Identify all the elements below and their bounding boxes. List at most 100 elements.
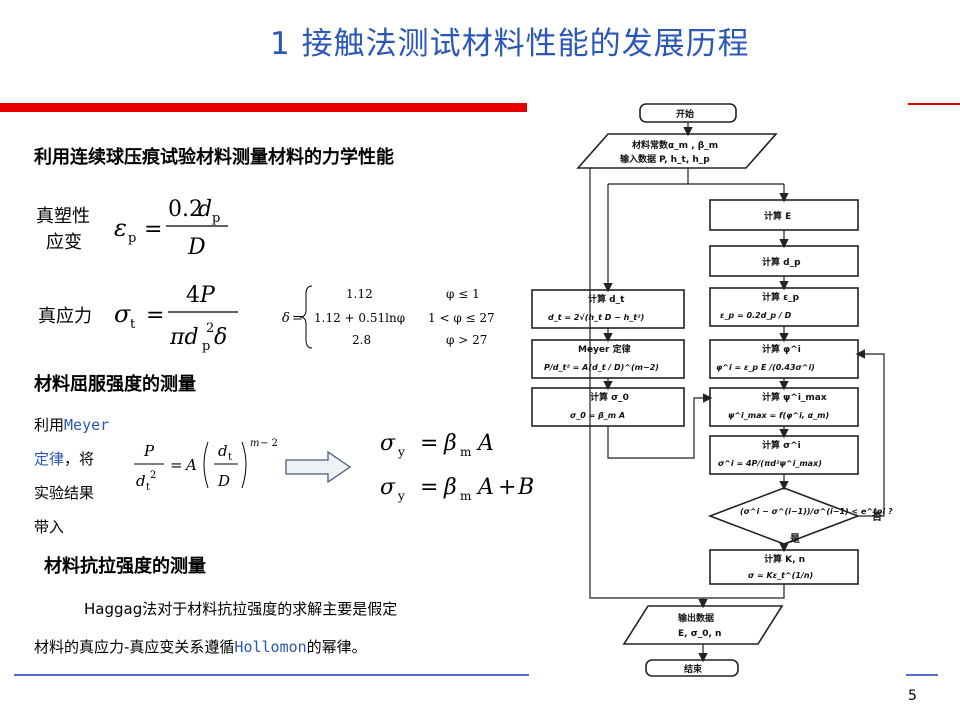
- svg-text:m: m: [460, 445, 472, 459]
- flow-calc-Kn-label: 计算 K, n: [764, 553, 805, 565]
- meyer-text-line1-b: Meyer: [64, 416, 110, 434]
- svg-text:t: t: [146, 482, 150, 493]
- svg-text:d: d: [198, 197, 212, 222]
- svg-text:y: y: [397, 445, 405, 459]
- svg-text:πd: πd: [169, 325, 199, 350]
- svg-text:D: D: [217, 472, 230, 490]
- svg-text:p: p: [128, 231, 136, 246]
- svg-text:A: A: [476, 475, 494, 500]
- yield-strength-formulas: σ y = β m A σ y = β m A + B: [380, 431, 534, 503]
- meyer-text-line2-b: ，将: [64, 450, 95, 468]
- meyer-law-formula: P d t 2 = A d t D m − 2: [134, 438, 278, 493]
- flow-calc-dt-label: 计算 d_t: [588, 293, 625, 305]
- meyer-text-line3: 实验结果: [34, 484, 95, 502]
- flow-calc-dt-box: [531, 289, 685, 329]
- flow-calc-s0-label: 计算 σ_0: [590, 391, 629, 403]
- title-red-line-right: [908, 103, 960, 105]
- svg-text:4: 4: [186, 283, 200, 308]
- flow-calc-psi-box: [709, 387, 859, 427]
- flow-end-box: [645, 659, 739, 677]
- section-heading-indentation: 利用连续球压痕试验材料测量材料的力学性能: [34, 147, 394, 168]
- flow-calc-dp-label: 计算 d_p: [762, 256, 801, 268]
- svg-text:t: t: [130, 317, 136, 332]
- svg-text:t: t: [228, 452, 232, 463]
- flow-input-box: [576, 133, 778, 169]
- section-heading-tensile: 材料抗拉强度的测量: [44, 556, 206, 577]
- svg-text:=: =: [420, 431, 438, 456]
- title-red-bar: [0, 103, 527, 112]
- svg-text:δ: δ: [282, 311, 290, 326]
- delta-case-1-value: 1.12: [346, 287, 373, 301]
- flow-start-label: 开始: [676, 108, 694, 120]
- meyer-text-line1: 利用Meyer: [34, 414, 109, 435]
- true-strain-label-line2: 应变: [46, 232, 82, 253]
- svg-text:=: =: [170, 456, 183, 474]
- tensile-paragraph-line1-text: Haggag法对于材料抗拉强度的求解主要是假定: [84, 600, 398, 618]
- delta-case-2-value: 1.12 + 0.51lnφ: [314, 311, 405, 325]
- flow-calc-sigma-label: 计算 σ^i: [762, 439, 801, 451]
- flow-formula-meyer: P/d_t² = A(d_t / D)^(m−2): [544, 363, 659, 372]
- svg-text:=: =: [420, 475, 438, 500]
- delta-case-2-condition: 1 < φ ≤ 27: [428, 311, 495, 325]
- flowchart: 开始 材料常数α_m , β_m 输入数据 P, h_t, h_p 计算 E 计…: [531, 103, 893, 677]
- svg-text:+: +: [498, 475, 516, 500]
- flow-yes-label: 是: [789, 533, 800, 545]
- svg-text:=: =: [144, 217, 162, 242]
- svg-text:A: A: [476, 431, 494, 456]
- flow-no-label: 否: [871, 511, 882, 523]
- flow-formula-decision: (σ^i − σ^(i−1))/σ^(i−1) < e^tol ?: [740, 507, 893, 516]
- flow-calc-ep-box: [709, 287, 859, 327]
- tensile-paragraph-line2-c: 的幂律。: [306, 638, 367, 656]
- tensile-paragraph-line2: 材料的真应力-真应变关系遵循Hollomon的幂律。: [34, 636, 367, 657]
- flow-formula-psi: ψ^i_max = f(φ^i, α_m): [728, 411, 829, 420]
- delta-case-3-value: 2.8: [352, 333, 371, 347]
- delta-piecewise-formula: δ = 1.12 φ ≤ 1 1.12 + 0.51lnφ 1 < φ ≤ 27…: [282, 285, 495, 349]
- svg-text:A: A: [184, 456, 197, 474]
- flow-calc-E-label: 计算 E: [764, 210, 791, 222]
- svg-text:m: m: [250, 438, 259, 449]
- true-stress-label: 真应力: [38, 306, 92, 327]
- flow-calc-ep-label: 计算 ε_p: [762, 291, 800, 303]
- flow-output-label-2: E, σ_0, n: [678, 629, 721, 639]
- page-number: 5: [908, 688, 917, 704]
- flow-input-label-1: 材料常数α_m , β_m: [631, 139, 718, 151]
- delta-case-1-condition: φ ≤ 1: [446, 287, 480, 301]
- delta-case-3-condition: φ > 27: [446, 333, 487, 347]
- tensile-paragraph-line1: Haggag法对于材料抗拉强度的求解主要是假定: [84, 598, 397, 619]
- tensile-paragraph-line2-b: Hollomon: [234, 638, 307, 656]
- true-stress-formula: σ t = 4 P πd p 2 δ: [114, 283, 238, 354]
- svg-text:m: m: [460, 489, 472, 503]
- meyer-text-line1-a: 利用: [34, 416, 65, 434]
- flow-meyer-label: Meyer 定律: [578, 343, 631, 355]
- flow-calc-E-box: [709, 199, 859, 231]
- true-strain-label-line1: 真塑性: [36, 206, 90, 227]
- svg-text:p: p: [212, 211, 220, 226]
- flow-output-box: [622, 605, 784, 645]
- svg-text:B: B: [517, 475, 534, 500]
- meyer-text-line4: 带入: [34, 518, 65, 536]
- flow-decision-diamond: [707, 487, 861, 545]
- svg-text:P: P: [143, 442, 155, 460]
- svg-text:P: P: [199, 283, 216, 308]
- flow-input-label-2: 输入数据 P, h_t, h_p: [620, 153, 710, 165]
- svg-text:σ: σ: [114, 300, 131, 328]
- svg-text:=: =: [292, 311, 303, 326]
- footer-rule-left: [14, 674, 529, 676]
- svg-text:p: p: [202, 339, 210, 354]
- flow-end-label: 结束: [684, 663, 703, 675]
- svg-text:− 2: − 2: [260, 438, 278, 449]
- svg-text:σ: σ: [380, 475, 396, 500]
- svg-text:d: d: [136, 472, 146, 490]
- flow-formula-s0: σ_0 = β_m A: [570, 411, 625, 420]
- meyer-text-line2: 定律，将: [34, 448, 94, 469]
- svg-text:2: 2: [150, 470, 156, 481]
- flow-formula-dt: d_t = 2√(h_t D − h_t²): [548, 313, 644, 322]
- true-strain-formula: ε p = 0.2 d p D: [114, 197, 228, 260]
- svg-text:d: d: [218, 442, 228, 460]
- svg-text:ε: ε: [114, 214, 127, 242]
- flow-output-label-1: 输出数据: [678, 612, 714, 624]
- flow-formula-Kn: σ = Kε_t^(1/n): [748, 571, 813, 580]
- flow-calc-sigma-box: [709, 435, 859, 475]
- svg-text:δ: δ: [214, 325, 227, 350]
- meyer-text-line2-a: 定律: [34, 450, 65, 468]
